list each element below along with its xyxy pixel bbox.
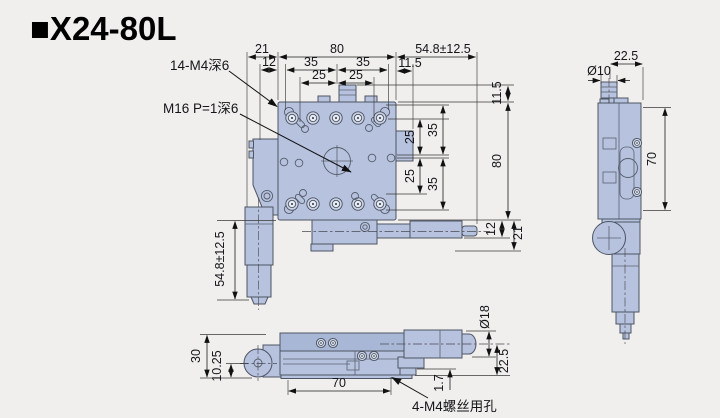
y-slide-block (252, 138, 279, 216)
x-clamp-block (395, 130, 414, 162)
dim-25a-top: 25 (312, 68, 326, 82)
y-micrometer-tip (250, 296, 269, 305)
side-micrometer-barrel (611, 253, 640, 313)
label-center-thread: M16 P=1深6 (163, 101, 238, 116)
x-bracket (311, 219, 378, 245)
dim-25a-mid: 25 (403, 130, 417, 144)
dim-21-right: 21 (511, 226, 525, 240)
plan-view (244, 84, 490, 310)
dim-front-step: 1.7 (432, 374, 446, 391)
x-micrometer-thimble (409, 220, 463, 239)
front-base (279, 350, 407, 376)
dim-side-width: 22.5 (614, 49, 638, 63)
dim-front-height: 30 (189, 349, 203, 363)
dimension-labels: 21 80 54.8±12.5 12 35 35 11.5 25 25 11.5… (189, 42, 659, 392)
dim-side-height: 70 (645, 152, 659, 166)
dim-front-knob-h: 10.25 (210, 350, 224, 381)
dim-25b-top: 25 (349, 68, 363, 82)
dim-115-top: 11.5 (398, 56, 421, 70)
dim-80-top: 80 (330, 42, 344, 56)
front-top-plate (279, 332, 407, 352)
dim-35b-top: 35 (356, 55, 370, 69)
dim-25b-mid: 25 (403, 169, 417, 183)
dim-21-top: 21 (255, 42, 269, 56)
dim-travel-v: 54.8±12.5 (213, 231, 227, 287)
dim-front-base: 70 (332, 376, 346, 390)
front-view (240, 329, 512, 381)
leader-lines (228, 70, 429, 399)
dim-front-axis-h: 22.5 (497, 349, 511, 373)
dim-35a-mid: 35 (426, 123, 440, 137)
side-view (592, 78, 643, 344)
page-title: ■X24-80L (30, 10, 177, 47)
dim-12-top: 12 (262, 55, 276, 69)
label-tapped-holes: 14-M4深6 (170, 58, 229, 73)
dim-35a-top: 35 (304, 55, 318, 69)
dim-35b-mid: 35 (426, 177, 440, 191)
y-micrometer-barrel (244, 206, 274, 266)
dim-travel-h: 54.8±12.5 (415, 42, 471, 56)
dim-12-right: 12 (484, 222, 498, 236)
front-step (399, 367, 417, 376)
label-mount-holes: 4-M4螺丝用孔 (412, 399, 497, 414)
dim-front-barrel-dia: Ø18 (478, 305, 492, 329)
lock-knob (338, 84, 357, 103)
dimension-lines (204, 54, 668, 394)
dim-80-right: 80 (490, 154, 504, 168)
dim-115-right: 11.5 (490, 81, 504, 104)
dim-side-knob-dia: Ø10 (587, 64, 611, 78)
extension-lines (200, 52, 671, 395)
